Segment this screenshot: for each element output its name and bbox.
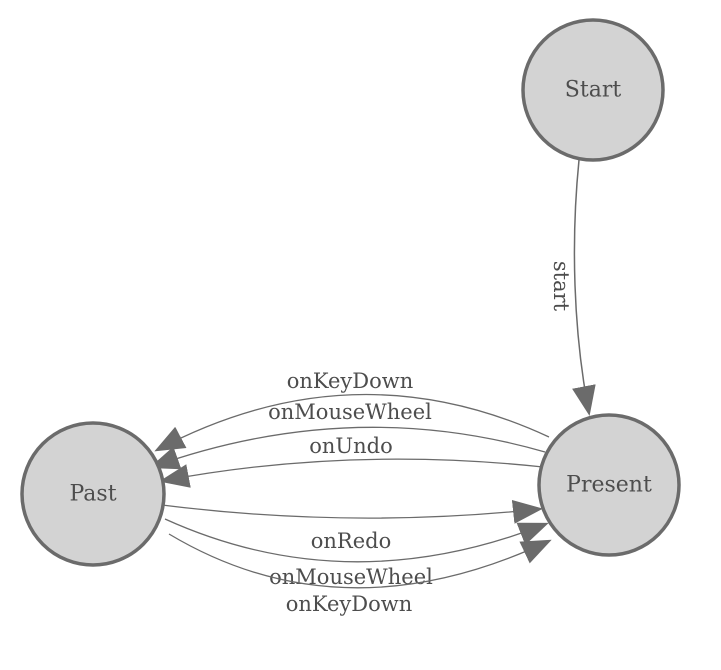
state-node-start-circle[interactable]: [521, 18, 665, 162]
edge-label-onkeydown-top: onKeyDown: [287, 369, 414, 393]
edge-past-to-present-onkeydown: onKeyDown: [168, 533, 552, 616]
edge-label-start: start: [549, 261, 573, 312]
edge-present-to-past-onkeydown: onKeyDown: [154, 369, 550, 452]
state-node-past-label: Past: [69, 482, 116, 507]
edge-line-start: [572, 159, 596, 416]
edge-present-to-past-onundo: onUndo: [159, 434, 544, 488]
edge-line-onkeydown-top: [154, 393, 550, 452]
edge-line-onredo: [161, 499, 543, 524]
state-node-past[interactable]: Past: [20, 421, 166, 567]
edge-line-onmousewheel-top: [149, 426, 546, 470]
state-node-present[interactable]: Present: [537, 413, 681, 557]
edge-label-onkeydown-bottom: onKeyDown: [286, 592, 413, 616]
state-node-start-label: Start: [565, 78, 622, 103]
edge-label-onmousewheel-top: onMouseWheel: [268, 400, 432, 424]
state-node-present-label: Present: [566, 473, 652, 498]
edge-label-onredo: onRedo: [311, 529, 392, 553]
state-node-start[interactable]: Start: [521, 18, 665, 162]
edge-label-onmousewheel-bottom: onMouseWheel: [269, 565, 433, 589]
edge-past-to-present-onredo: onRedo: [161, 499, 543, 553]
edge-present-to-past-onmousewheel: onMouseWheel: [149, 400, 546, 470]
edge-line-onundo: [159, 458, 544, 488]
edge-start-to-present: start: [549, 159, 596, 416]
state-node-present-circle[interactable]: [537, 413, 681, 557]
edge-line-onkeydown-bottom: [168, 533, 552, 589]
edge-line-onmousewheel-bottom: [164, 518, 549, 563]
state-node-past-circle[interactable]: [20, 421, 166, 567]
edge-label-onundo: onUndo: [309, 434, 392, 458]
